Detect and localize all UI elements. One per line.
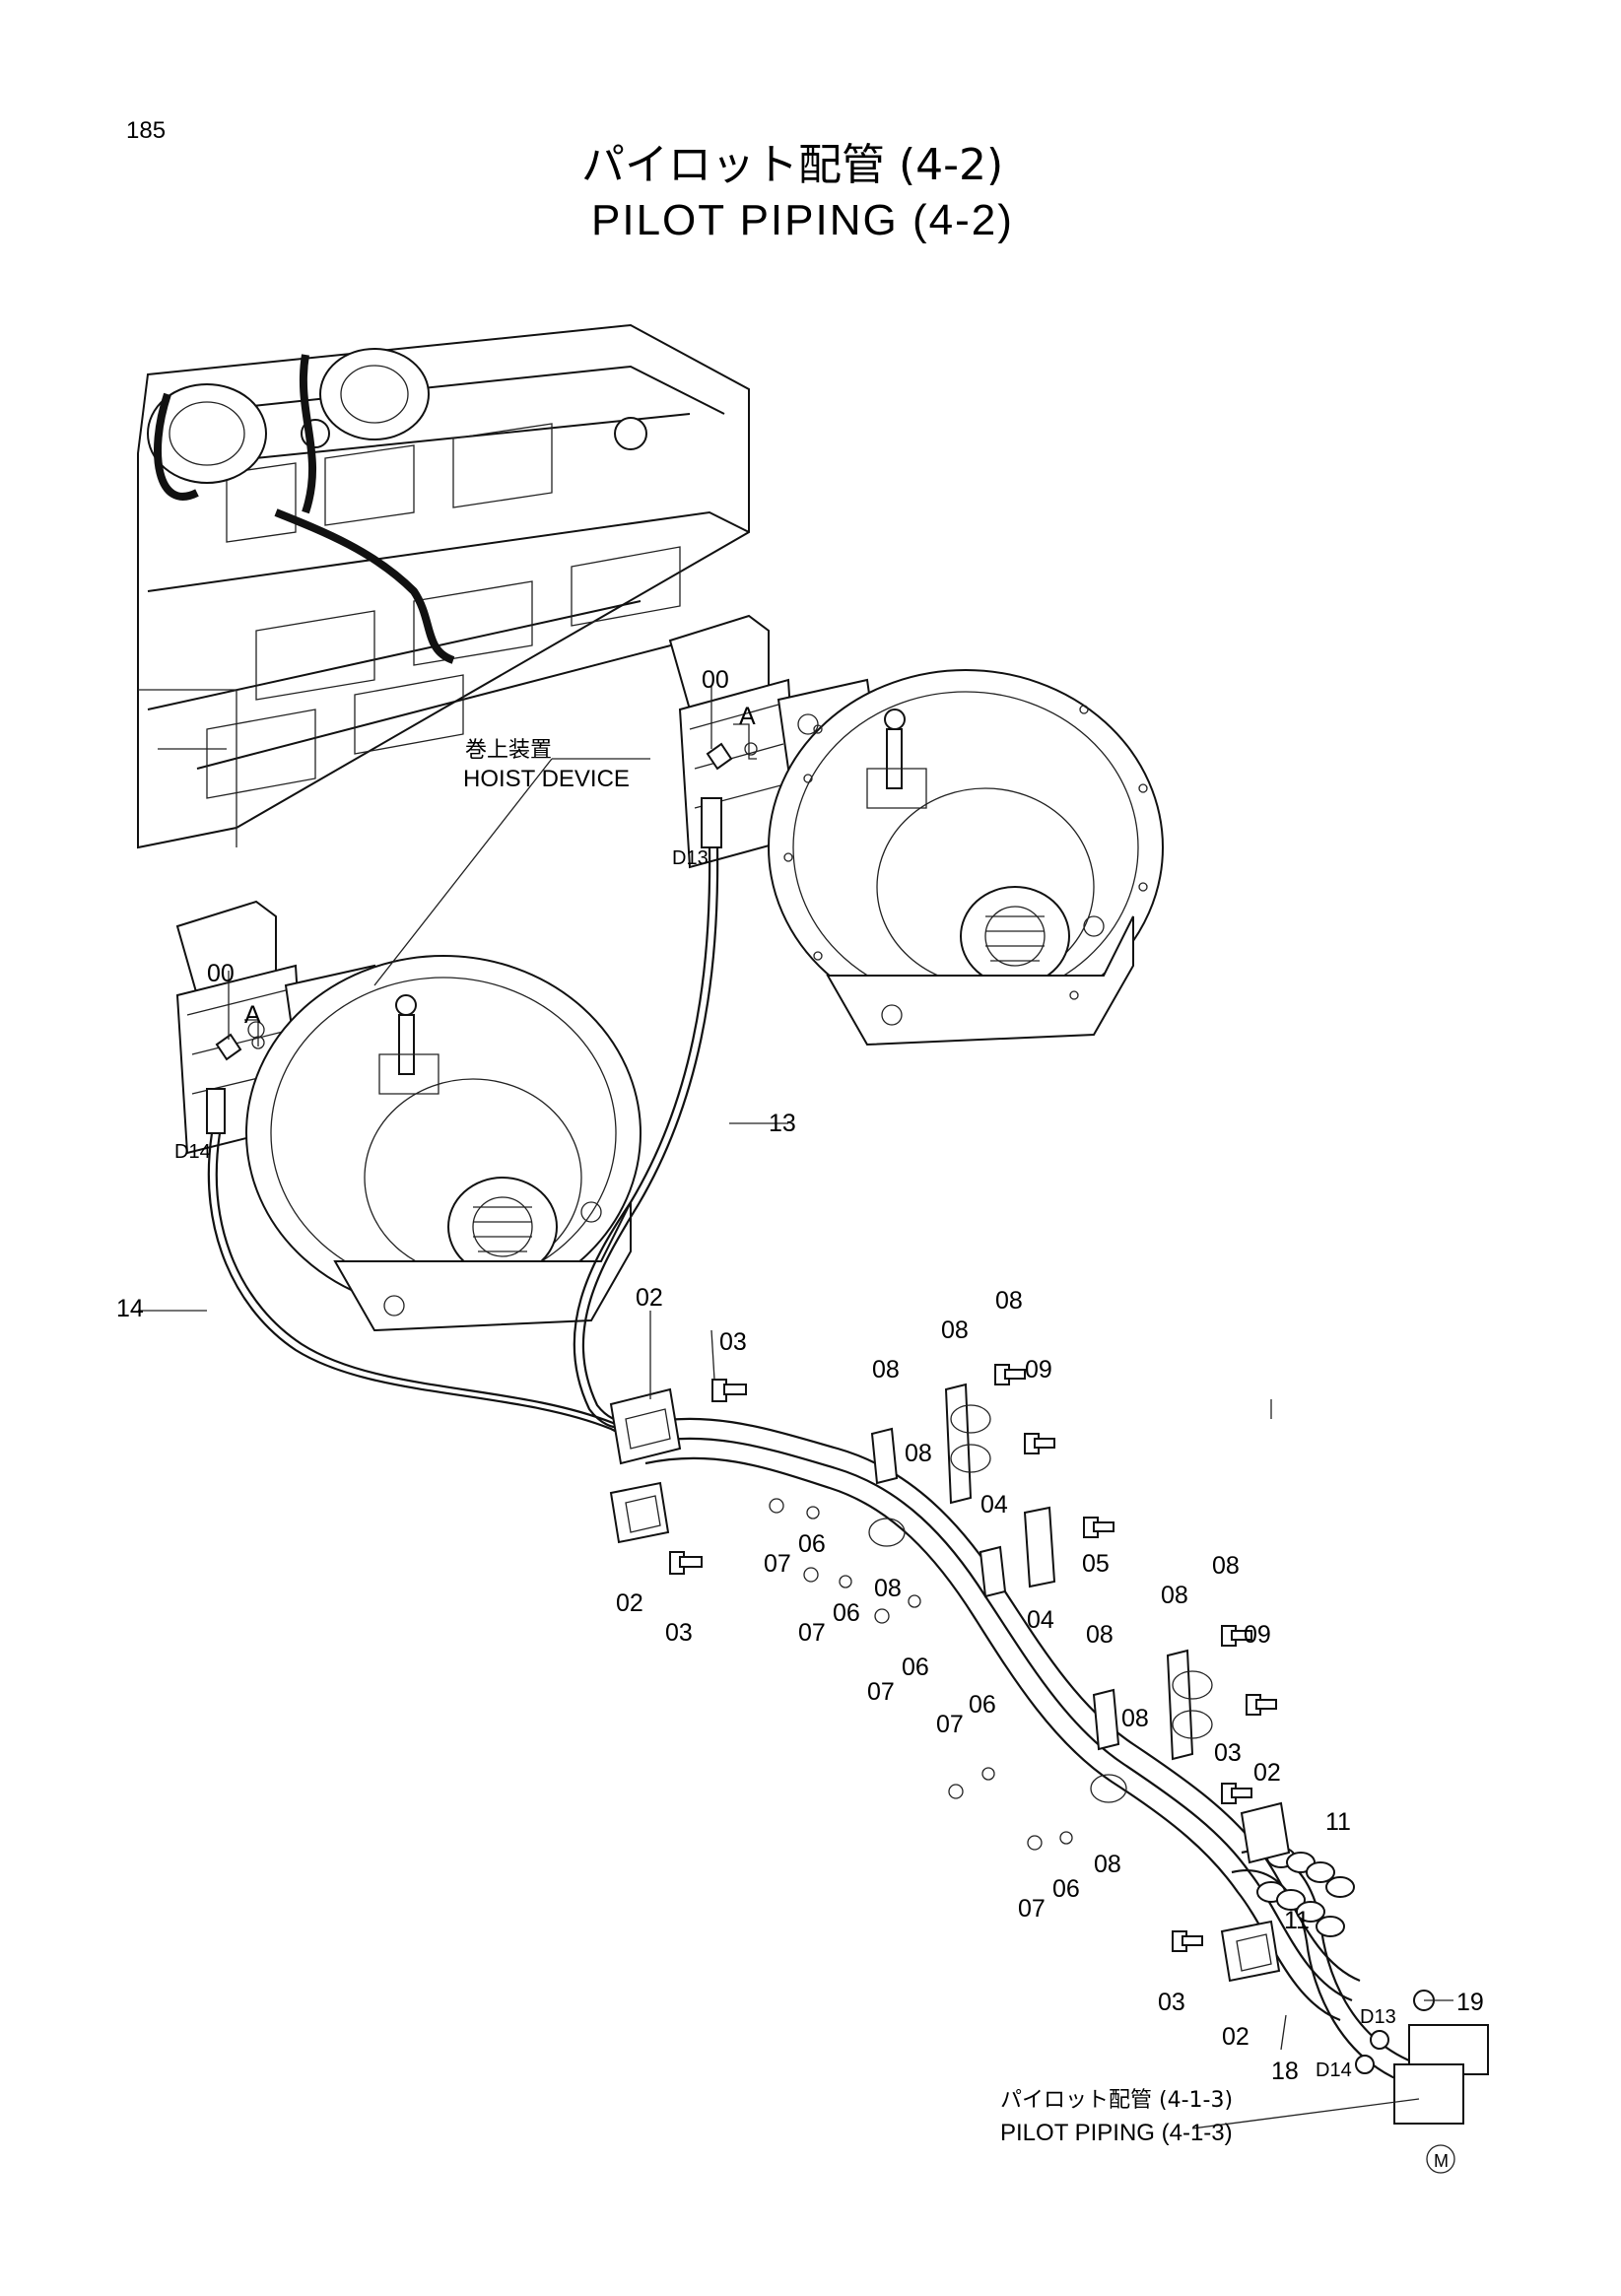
callout-18: 18 bbox=[1271, 2058, 1299, 2085]
callout-06-d: 06 bbox=[969, 1691, 996, 1719]
callout-11-a: 11 bbox=[1325, 1808, 1351, 1836]
callout-08-g: 08 bbox=[1161, 1582, 1188, 1609]
callout-07-d: 07 bbox=[936, 1711, 964, 1738]
callout-02-c: 02 bbox=[1253, 1759, 1281, 1787]
callout-19: 19 bbox=[1456, 1989, 1484, 2016]
hose-13 bbox=[573, 846, 719, 1429]
callout-07-e: 07 bbox=[1018, 1895, 1046, 1923]
callout-04-a: 04 bbox=[980, 1491, 1008, 1519]
callout-06-e: 06 bbox=[1052, 1875, 1080, 1903]
callout-08-a: 08 bbox=[995, 1287, 1023, 1315]
callout-04-b: 04 bbox=[1027, 1606, 1054, 1634]
callout-03-a: 03 bbox=[719, 1328, 747, 1356]
callout-02-a: 02 bbox=[636, 1284, 663, 1312]
leader-lines bbox=[138, 758, 1453, 2129]
callout-08-e: 08 bbox=[874, 1575, 902, 1602]
callout-08-h: 08 bbox=[1086, 1621, 1114, 1649]
callout-03-b: 03 bbox=[665, 1619, 693, 1647]
upper-hoist-motor bbox=[668, 614, 1164, 1047]
marker-m-circle bbox=[1426, 2144, 1455, 2174]
callout-d14-lower: D14 bbox=[174, 1141, 211, 1163]
callout-d13-lower: D13 bbox=[1360, 2006, 1396, 2028]
clamps-and-hardware bbox=[609, 1364, 1489, 2125]
lower-fittings bbox=[206, 971, 265, 1134]
callout-08-b: 08 bbox=[941, 1317, 969, 1344]
callout-14: 14 bbox=[116, 1295, 144, 1322]
pilot-piping-ref-jp-label: パイロット配管 (4-1-3) bbox=[1000, 2088, 1233, 2113]
callout-d13-upper: D13 bbox=[672, 847, 709, 869]
title-japanese: パイロット配管 (4-2) bbox=[581, 140, 1003, 190]
hoist-device-jp-label: 巻上装置 bbox=[465, 738, 552, 763]
callout-d14-block: D14 bbox=[1316, 2060, 1352, 2081]
upper-fittings bbox=[701, 685, 758, 848]
marker-a-upper: A bbox=[739, 703, 756, 730]
callout-02-d: 02 bbox=[1222, 2023, 1250, 2051]
callout-08-j: 08 bbox=[1094, 1851, 1121, 1878]
callout-08-i: 08 bbox=[1121, 1705, 1149, 1732]
callout-09-b: 09 bbox=[1244, 1621, 1271, 1649]
page-number: 185 bbox=[126, 117, 166, 144]
callout-00-upper: 00 bbox=[702, 666, 729, 694]
callout-00-lower: 00 bbox=[207, 960, 235, 987]
marker-m-label: M bbox=[1434, 2151, 1449, 2171]
callout-13: 13 bbox=[769, 1110, 796, 1137]
callout-labels: 00 D13 00 D14 13 14 02 03 02 03 08 08 08… bbox=[116, 666, 1484, 2085]
callout-08-f: 08 bbox=[1212, 1552, 1240, 1580]
callout-06-a: 06 bbox=[798, 1530, 826, 1558]
callout-08-c: 08 bbox=[872, 1356, 900, 1384]
callout-06-b: 06 bbox=[833, 1599, 860, 1627]
callout-08-d: 08 bbox=[905, 1440, 932, 1467]
callout-07-a: 07 bbox=[764, 1550, 791, 1578]
callout-09-a: 09 bbox=[1025, 1356, 1052, 1384]
marker-a-lower: A bbox=[244, 1001, 261, 1029]
callout-07-c: 07 bbox=[867, 1678, 895, 1706]
callout-03-d: 03 bbox=[1158, 1989, 1185, 2016]
callout-02-b: 02 bbox=[616, 1589, 643, 1617]
callout-11-b: 11 bbox=[1284, 1907, 1310, 1934]
title-english: PILOT PIPING (4-2) bbox=[591, 196, 1014, 244]
pilot-piping-ref-label: PILOT PIPING (4-1-3) bbox=[1000, 2120, 1233, 2146]
machine-frame-drawing bbox=[137, 323, 750, 849]
callout-03-c: 03 bbox=[1214, 1739, 1242, 1767]
callout-05: 05 bbox=[1082, 1550, 1110, 1578]
callout-06-c: 06 bbox=[902, 1654, 929, 1681]
lower-hoist-motor bbox=[175, 900, 642, 1332]
hoist-device-label: HOIST DEVICE bbox=[463, 766, 630, 792]
callout-07-b: 07 bbox=[798, 1619, 826, 1647]
